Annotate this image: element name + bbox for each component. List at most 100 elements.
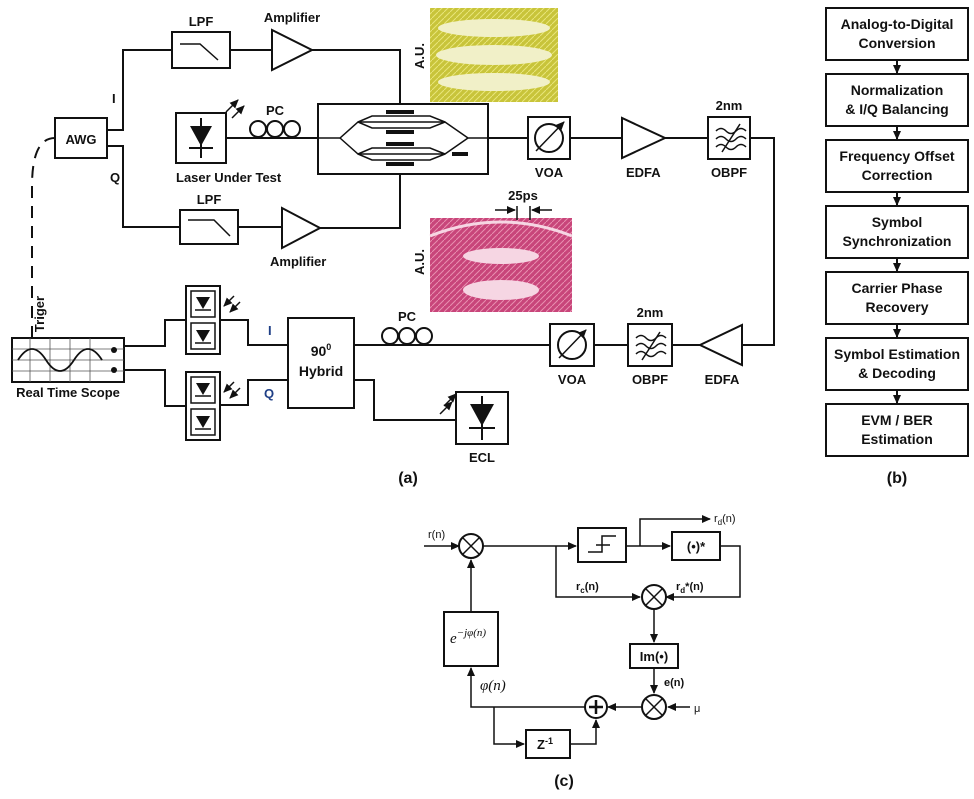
filter-top-icon xyxy=(715,123,747,153)
multiplier-3-cross xyxy=(645,698,663,716)
lpf-bottom-icon xyxy=(188,219,231,237)
eye-diagram-top xyxy=(430,8,558,102)
obpf-top-bandwidth: 2nm xyxy=(716,98,743,113)
adder-plus xyxy=(589,700,603,714)
flow-step: Symbol Synchronization xyxy=(825,205,969,259)
wire-detector-q-scope xyxy=(124,369,186,407)
voa-top-icon xyxy=(534,123,564,153)
flow-step: EVM / BER Estimation xyxy=(825,403,969,457)
trigger-label: Triger xyxy=(32,296,47,332)
voa-bottom-label: VOA xyxy=(558,372,587,387)
hybrid-label: Hybrid xyxy=(299,363,343,379)
phase-label: φ(n) xyxy=(480,678,506,694)
edfa-bottom-label: EDFA xyxy=(705,372,740,387)
awg-label: AWG xyxy=(65,132,96,147)
flow-step: Analog-to-Digital Conversion xyxy=(825,7,969,61)
rd-conj-label: rd*(n) xyxy=(676,581,704,595)
flow-step-4-line-1: Symbol xyxy=(872,214,923,230)
caption-c: (c) xyxy=(554,773,574,790)
flow-step-2-line-2: & I/Q Balancing xyxy=(845,101,948,117)
flow-step: Carrier Phase Recovery xyxy=(825,271,969,325)
amplifier-top xyxy=(271,28,315,72)
pc-top-loop-3 xyxy=(283,120,301,138)
eye-top-axis: A.U. xyxy=(412,43,427,69)
lpf-top-icon xyxy=(180,43,219,61)
wire-output xyxy=(639,515,711,546)
ecl-emission-icon-2 xyxy=(439,401,453,415)
eye-diagram-bottom xyxy=(429,218,573,312)
edfa-top xyxy=(621,116,668,160)
edfa-bottom xyxy=(697,323,743,367)
multiplier-1-cross xyxy=(462,537,480,555)
flow-step-7-line-2: Estimation xyxy=(861,431,933,447)
flow-step-3-line-2: Correction xyxy=(862,167,933,183)
wire-awg-lpf-bottom xyxy=(107,145,180,228)
hybrid-degree: 900 xyxy=(311,342,332,359)
mu-label: μ xyxy=(694,703,700,715)
wire-hybrid-ecl xyxy=(354,379,456,421)
pc-bottom-loop-1 xyxy=(381,327,399,345)
lpf-top-box xyxy=(171,31,231,69)
wire-detector-i-scope xyxy=(124,319,186,347)
wire-delay-out xyxy=(570,719,600,745)
flow-step-3-line-1: Frequency Offset xyxy=(839,148,954,164)
flow-step-4-line-2: Synchronization xyxy=(843,233,952,249)
trigger-link xyxy=(31,137,56,338)
voa-bottom-arrow xyxy=(558,329,587,359)
wire-awg-lpf-top xyxy=(107,49,172,131)
wire-conj-mult xyxy=(665,545,741,601)
scope-label: Real Time Scope xyxy=(16,385,120,400)
panel-b: Analog-to-Digital Conversion Normalizati… xyxy=(825,7,969,487)
obpf-bottom-bandwidth: 2nm xyxy=(637,305,664,320)
exponential-label: e−jφ(n) xyxy=(450,627,486,647)
wire-hybrid-detector-i xyxy=(220,319,288,346)
wire-phase xyxy=(467,667,585,708)
laser-emission-icon-2 xyxy=(231,105,245,119)
flow-step-1-line-2: Conversion xyxy=(858,35,935,51)
flow-step-6-line-1: Symbol Estimation xyxy=(834,346,960,362)
wire-obpf-loop xyxy=(742,137,775,346)
pc-bottom-label: PC xyxy=(398,309,417,324)
decision-icon xyxy=(588,535,616,553)
rc-label: rc(n) xyxy=(576,581,599,595)
scope-port-2 xyxy=(111,367,117,373)
awg-q-label: Q xyxy=(110,170,120,185)
pc-top-label: PC xyxy=(266,103,285,118)
error-label: e(n) xyxy=(664,677,685,689)
amplifier-bottom-label: Amplifier xyxy=(270,254,326,269)
exponential-box xyxy=(443,611,499,667)
pc-bottom-loop-2 xyxy=(398,327,416,345)
imag-label: Im(•) xyxy=(640,649,668,664)
scope-port-1 xyxy=(111,347,117,353)
scope-waveform-icon xyxy=(17,348,103,372)
voa-top-label: VOA xyxy=(535,165,564,180)
conjugate-label: (•)* xyxy=(687,539,706,554)
rx-q-label: Q xyxy=(264,386,274,401)
obpf-bottom-label: OBPF xyxy=(632,372,668,387)
ecl-label: ECL xyxy=(469,450,495,465)
output-label: rd(n) xyxy=(714,513,736,527)
hybrid-box xyxy=(287,317,355,409)
wire-amp-mod-bottom xyxy=(320,160,401,229)
rx-i-label: I xyxy=(268,323,272,338)
caption-b: (b) xyxy=(887,470,907,487)
filter-bottom-icon xyxy=(635,331,667,361)
lpf-bottom-box xyxy=(179,209,239,245)
pc-top-loop-2 xyxy=(266,120,284,138)
conjugate-box xyxy=(671,531,721,561)
voa-top-arrow xyxy=(535,121,565,152)
lpf-bottom-label: LPF xyxy=(197,192,222,207)
laser-label: Laser Under Test xyxy=(176,170,282,185)
input-label: r(n) xyxy=(428,529,445,541)
flow-step-6-line-2: & Decoding xyxy=(858,365,936,381)
iq-modulator-waveguides xyxy=(318,110,488,166)
amplifier-bottom xyxy=(281,206,323,250)
eye-bottom-axis: A.U. xyxy=(412,249,427,275)
pc-bottom-loop-3 xyxy=(415,327,433,345)
amplifier-top-label: Amplifier xyxy=(264,10,320,25)
flow-step: Symbol Estimation & Decoding xyxy=(825,337,969,391)
multiplier-2-cross xyxy=(645,588,663,606)
wire-hybrid-detector-q xyxy=(220,379,288,406)
caption-a: (a) xyxy=(398,470,418,487)
